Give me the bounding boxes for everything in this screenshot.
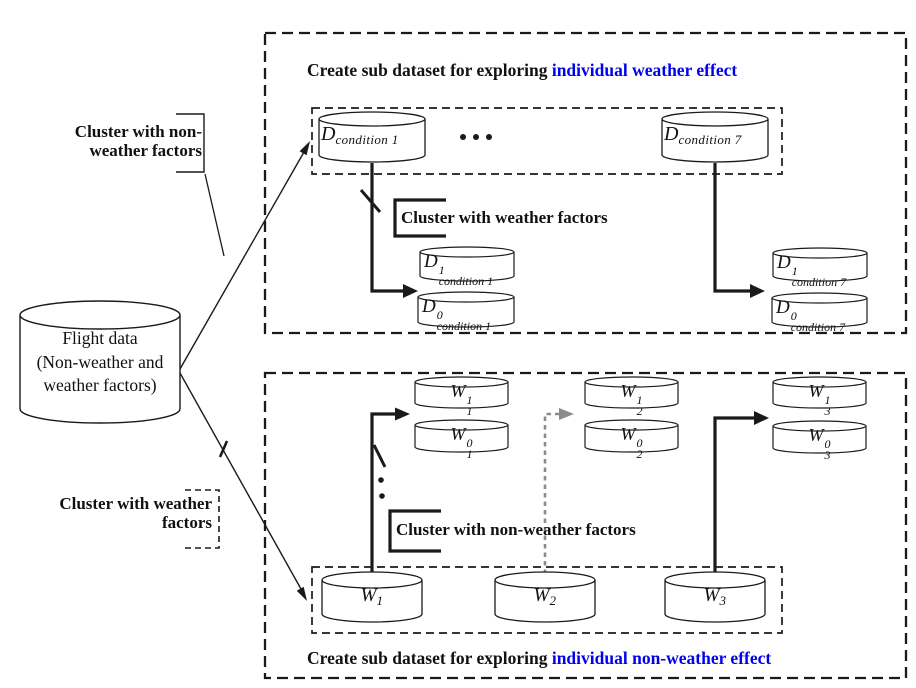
w1s0-cylinder <box>414 419 509 453</box>
d1c7-cylinder <box>772 247 868 282</box>
d0c7-cylinder <box>771 292 868 328</box>
dcond7-cylinder <box>661 111 769 163</box>
w1-cylinder <box>321 571 423 623</box>
weather-datasets-box <box>311 566 783 634</box>
left-top-label-line2: weather factors <box>89 141 202 160</box>
left-bottom-label: Cluster with weather factors <box>40 494 212 532</box>
flight-data-line1: Flight data <box>62 328 138 348</box>
arrow-flight-to-nonweather-cluster <box>179 372 302 590</box>
nonweather-cluster-label: Cluster with non-weather factors <box>396 520 636 539</box>
hdots-icon <box>486 134 492 140</box>
flight-data-cylinder <box>19 300 181 424</box>
w3s1-cylinder <box>772 376 867 409</box>
dcond1-label: Dcondition 1 <box>321 123 399 147</box>
arrowhead-flight-top <box>299 141 310 156</box>
tick-mark-bottom <box>372 444 387 468</box>
left-top-label-line1: Cluster with non- <box>74 122 202 141</box>
arrowhead-w2 <box>559 408 574 420</box>
weather-cluster-label: Cluster with weather factors <box>401 208 608 227</box>
leader-line-top-label <box>204 173 225 257</box>
bottom-title-blue: individual non-weather effect <box>551 648 772 668</box>
flight-data-line2: (Non-weather and <box>36 351 164 372</box>
bottom-section-title: Create sub dataset for exploring individ… <box>307 647 771 669</box>
tick-mark-arrow <box>218 440 229 458</box>
arrowhead-dcond1 <box>403 284 418 298</box>
w3-label: W3 <box>703 585 727 608</box>
arrowhead-w3 <box>754 411 769 425</box>
w1s1-cylinder <box>414 376 509 409</box>
condition-datasets-box <box>311 107 783 175</box>
arrow-dcond7-to-subsets <box>713 163 751 293</box>
hdots-icon <box>460 134 466 140</box>
bracket-nonweather-cluster <box>388 509 441 553</box>
dcond1-cylinder <box>318 111 426 163</box>
left-bottom-label-line2: factors <box>161 513 212 532</box>
arrow-w3-to-subsets <box>713 416 755 574</box>
bracket-weather-cluster <box>393 198 446 238</box>
left-top-label: Cluster with non- weather factors <box>40 122 202 160</box>
top-title-blue: individual weather effect <box>551 60 738 80</box>
flight-data-line3: weather factors) <box>43 375 157 395</box>
top-section-title: Create sub dataset for exploring individ… <box>307 59 737 81</box>
arrow-dcond1-to-subsets <box>370 163 404 293</box>
d0c1-cylinder <box>417 291 515 328</box>
dcond7-label: Dcondition 7 <box>664 123 742 147</box>
vdots-icon <box>378 477 384 483</box>
w2-label: W2 <box>533 585 557 608</box>
left-bottom-label-line1: Cluster with weather <box>59 494 212 513</box>
arrowhead-flight-bottom <box>296 586 307 601</box>
arrow-w2-to-subsets <box>543 412 559 574</box>
w2s1-cylinder <box>584 376 679 409</box>
arrow-w1-to-subsets <box>370 412 396 574</box>
bracket-left-bottom-label <box>184 489 220 549</box>
arrow-flight-to-weather-cluster <box>179 151 305 370</box>
w2-cylinder <box>494 571 596 623</box>
bottom-title-black: Create sub dataset for exploring <box>307 648 552 668</box>
d1c1-cylinder <box>419 246 515 282</box>
tick-mark-top <box>359 189 382 213</box>
hdots-icon <box>473 134 479 140</box>
arrowhead-dcond7 <box>750 284 765 298</box>
w3-cylinder <box>664 571 766 623</box>
arrowhead-w1 <box>395 407 410 421</box>
top-title-black: Create sub dataset for exploring <box>307 60 552 80</box>
w3s0-cylinder <box>772 420 867 454</box>
flight-data-label: Flight data (Non-weather and weather fac… <box>20 327 180 398</box>
weather-effect-group-box <box>263 31 908 335</box>
w1-label: W1 <box>360 585 384 608</box>
vdots-icon <box>379 493 385 499</box>
bracket-left-top-label <box>176 113 205 173</box>
w2s0-cylinder <box>584 419 679 453</box>
